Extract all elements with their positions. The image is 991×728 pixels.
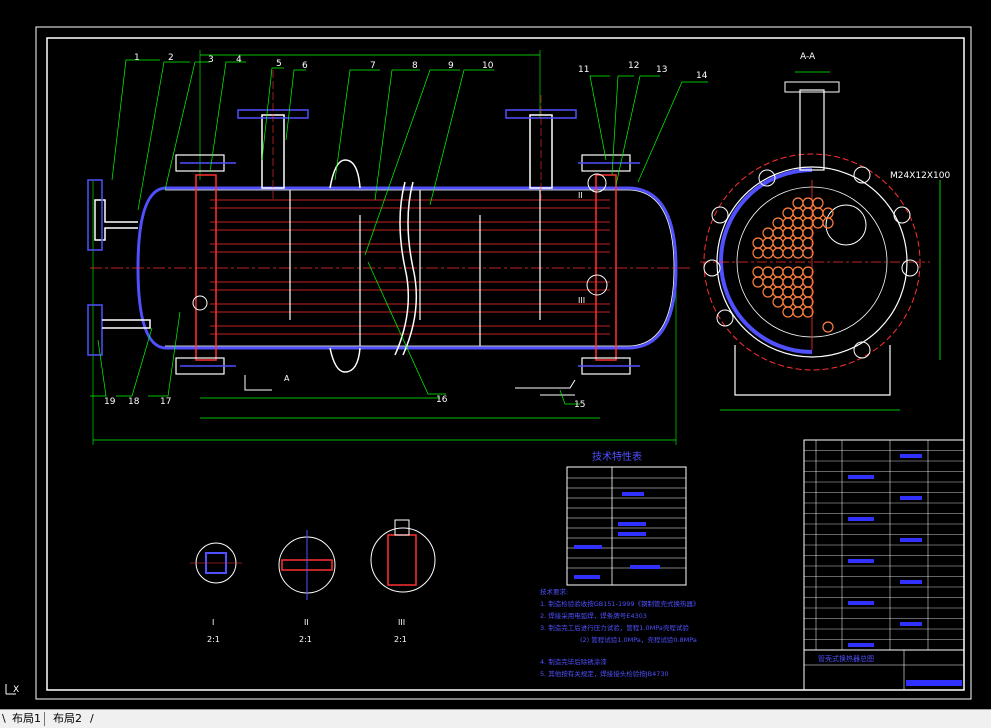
part-label-18: 18 bbox=[128, 397, 140, 407]
detail-3-mark: III bbox=[398, 618, 405, 627]
tech-req-4: (2) 管程试验1.0MPa，壳程试验0.8MPa bbox=[580, 635, 697, 644]
detail-3-scale: 2:1 bbox=[394, 635, 407, 644]
part-label-10: 10 bbox=[482, 61, 494, 71]
detail-view-1: I 2:1 bbox=[190, 542, 242, 644]
parts-list: 管壳式换热器总图 bbox=[803, 439, 965, 691]
tab-layout-2[interactable]: 布局2 bbox=[53, 712, 82, 725]
section-view-a-a: A-A bbox=[700, 52, 950, 411]
detail-view-3: III 2:1 bbox=[370, 519, 436, 644]
spec-table: 技术特性表 bbox=[566, 450, 687, 586]
part-label-11: 11 bbox=[578, 65, 589, 75]
part-label-4: 4 bbox=[236, 55, 242, 65]
tab-scroll-right-icon[interactable]: / bbox=[90, 712, 94, 725]
layout-tab-bar: \ 布局1 布局2 / bbox=[0, 709, 991, 728]
tech-req-3: 3. 制造完工后进行压力试验，管程1.0MPa壳程试验 bbox=[540, 623, 689, 632]
tech-req-1: 1. 制造检验验收按GB151-1999《钢制管壳式换热器》 bbox=[540, 599, 700, 608]
section-title: A-A bbox=[800, 52, 816, 62]
detail-mark-iii: III bbox=[578, 296, 585, 305]
section-arrow-a: A bbox=[284, 374, 290, 383]
part-label-7: 7 bbox=[370, 61, 376, 71]
tech-requirements: 技术要求: 1. 制造检验验收按GB151-1999《钢制管壳式换热器》 2. … bbox=[540, 587, 700, 678]
tech-req-title: 技术要求: bbox=[540, 587, 568, 596]
part-label-13: 13 bbox=[656, 65, 667, 75]
tab-scroll-left-icon[interactable]: \ bbox=[2, 712, 6, 725]
detail-view-2: II 2:1 bbox=[278, 530, 336, 644]
ucs-x-label: X bbox=[13, 685, 19, 695]
cad-model-space[interactable]: 1 2 3 4 5 6 7 8 9 10 11 12 13 14 15 16 1… bbox=[0, 0, 991, 709]
part-label-5: 5 bbox=[276, 59, 282, 69]
tab-layout-1[interactable]: 布局1 bbox=[9, 712, 45, 726]
part-label-8: 8 bbox=[412, 61, 418, 71]
detail-mark-ii: II bbox=[578, 191, 583, 200]
detail-1-mark: I bbox=[212, 618, 214, 627]
part-label-17: 17 bbox=[160, 397, 171, 407]
part-label-2: 2 bbox=[168, 53, 174, 63]
part-label-9: 9 bbox=[448, 61, 454, 71]
part-label-15: 15 bbox=[574, 400, 585, 410]
part-label-14: 14 bbox=[696, 71, 708, 81]
tech-req-6: 5. 其他按有关规定，焊接接头检验按JB4730 bbox=[540, 669, 669, 678]
detail-1-scale: 2:1 bbox=[207, 635, 220, 644]
spec-table-title: 技术特性表 bbox=[592, 450, 642, 463]
tech-req-5: 4. 制造完毕后除锈涂漆 bbox=[540, 657, 607, 666]
part-label-12: 12 bbox=[628, 61, 639, 71]
part-label-1: 1 bbox=[134, 53, 140, 63]
thread-callout: M24X12X100 bbox=[890, 171, 950, 181]
part-label-19: 19 bbox=[104, 397, 116, 407]
exchanger-elevation: 1 2 3 4 5 6 7 8 9 10 11 12 13 14 15 16 1… bbox=[87, 50, 708, 445]
part-label-3: 3 bbox=[208, 55, 214, 65]
detail-2-scale: 2:1 bbox=[299, 635, 312, 644]
ucs-icon: X bbox=[5, 684, 19, 695]
drawing-border-outer bbox=[35, 26, 972, 700]
drawing-border-inner bbox=[46, 37, 965, 691]
detail-2-mark: II bbox=[304, 618, 309, 627]
title-block-name: 管壳式换热器总图 bbox=[818, 654, 874, 663]
tech-req-2: 2. 焊接采用电弧焊，焊条牌号E4303 bbox=[540, 611, 647, 620]
part-label-16: 16 bbox=[436, 395, 448, 405]
part-label-6: 6 bbox=[302, 61, 308, 71]
